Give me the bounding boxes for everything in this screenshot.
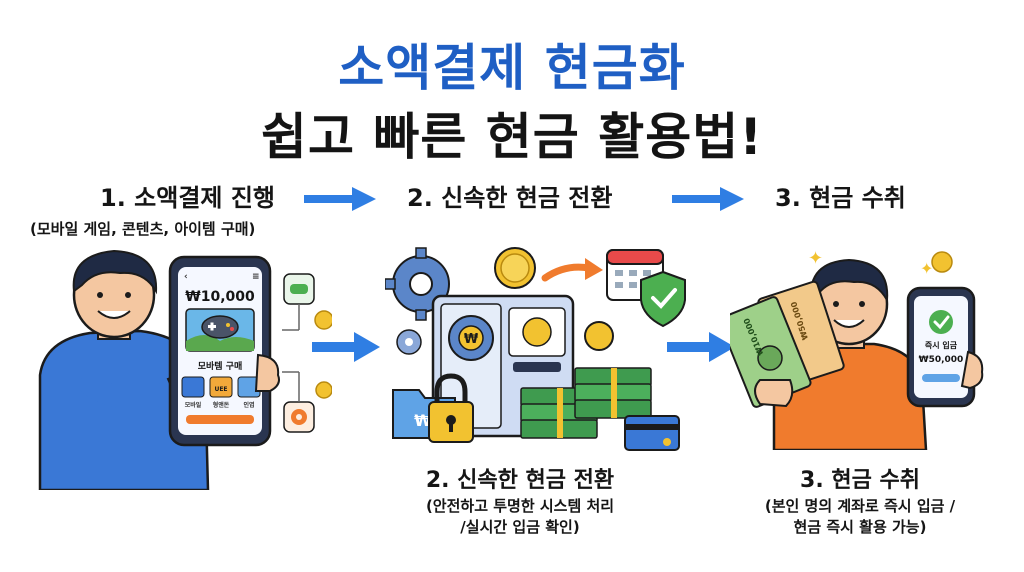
cash-machine-illustration: ₩ ₩ (385, 247, 686, 451)
check-icon (929, 310, 953, 334)
shield-check-icon (640, 270, 686, 328)
arrow-right-icon (304, 187, 376, 211)
app-label: 모바일 (185, 401, 202, 409)
arrow-right-icon (312, 332, 380, 362)
caption-3-heading: 3. 현금 수취 (800, 468, 920, 493)
gamepad-icon (201, 315, 239, 339)
title-line-2: 쉽고 빠른 현금 활용법! (260, 108, 764, 166)
svg-text:‹: ‹ (184, 272, 188, 282)
arrow-right-icon (672, 187, 744, 211)
coin-icon (315, 381, 332, 399)
deposit-label: 즉시 입금 (925, 340, 958, 350)
step-2-heading: 2. 신속한 현금 전환 (407, 184, 613, 212)
coin-icon (584, 321, 614, 351)
coin-icon (931, 251, 953, 273)
caption-2-line-2: /실시간 입금 확인) (460, 518, 580, 536)
money-symbol: ₩ (414, 411, 432, 430)
step-1-subheading: (모바일 게임, 콘텐츠, 아이템 구매) (30, 220, 256, 238)
gamepad-icon (290, 284, 308, 294)
coin-symbol: ₩ (464, 332, 479, 347)
step-1-heading: 1. 소액결제 진행 (100, 184, 276, 212)
phone-amount: ₩10,000 (185, 289, 255, 305)
sparkle-icon: ✦ (808, 248, 823, 269)
deposit-amount: ₩50,000 (919, 355, 964, 365)
side-app-icons (282, 273, 332, 433)
caption-3-line-1: (본인 명의 계좌로 즉시 입금 / (764, 497, 956, 515)
title-line-1: 소액결제 현금화 (338, 39, 686, 97)
caption-3-line-2: 현금 즉시 활용 가능) (793, 518, 927, 536)
coin-icon (314, 310, 332, 330)
arrow-right-icon (667, 332, 735, 362)
app-label: 형앤돈 (213, 401, 230, 409)
step-3-heading: 3. 현금 수취 (775, 184, 906, 212)
badge-text: UEE (214, 386, 227, 393)
caption-2-line-1: (안전하고 투명한 시스템 처리 (425, 497, 615, 515)
coin-icon (522, 317, 552, 347)
person-with-cash-illustration: ✦ ✦ ₩50,000 ₩10,000 즉시 입금 ₩50,000 (730, 248, 984, 450)
caption-2-heading: 2. 신속한 현금 전환 (425, 468, 615, 493)
item-label: 모바템 구매 (198, 360, 243, 372)
sparkle-icon: ✦ (920, 259, 933, 278)
money-stack-icon (520, 367, 652, 439)
person-with-phone-illustration: ‹ ≡ ₩10,000 모바템 구매 UEE 모바일 형앤돈 인엽 (38, 249, 280, 490)
app-label: 인엽 (243, 401, 254, 409)
padlock-icon (428, 373, 474, 443)
svg-text:≡: ≡ (252, 272, 260, 282)
credit-card-icon (624, 415, 680, 451)
arrow-icon (585, 258, 603, 280)
